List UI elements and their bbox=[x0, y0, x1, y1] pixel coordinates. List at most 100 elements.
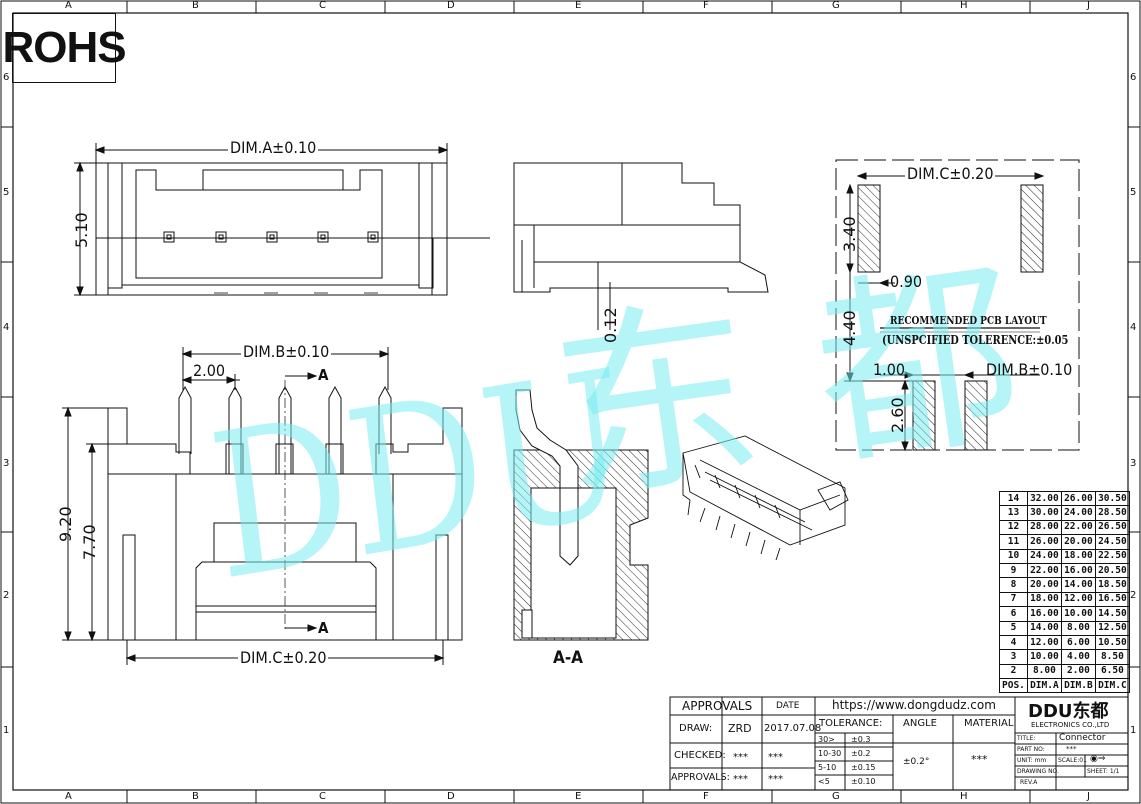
pcb-dim-090: 0.90 bbox=[890, 272, 923, 291]
table-cell: 9 bbox=[999, 562, 1028, 579]
grid-col-label-bottom: B bbox=[192, 791, 199, 802]
pcb-tolerance-note: (UNSPCIFIED TOLERENCE:±0.05 bbox=[882, 333, 1069, 347]
table-cell: 12.00 bbox=[1026, 634, 1062, 651]
draw-label: DRAW: bbox=[679, 723, 713, 734]
table-cell: 8 bbox=[999, 577, 1028, 593]
section-a-a bbox=[513, 389, 649, 641]
grid-col-label-bottom: H bbox=[960, 791, 968, 802]
table-cell: 3 bbox=[999, 649, 1028, 665]
draw-name: ZRD bbox=[728, 722, 752, 735]
dim-height-510: 5.10 bbox=[72, 212, 91, 248]
sheet-label: SHEET: 1/1 bbox=[1087, 768, 1120, 775]
table-cell: 12 bbox=[999, 519, 1028, 536]
table-cell: 10.50 bbox=[1094, 634, 1130, 651]
table-cell: 12.50 bbox=[1094, 620, 1130, 636]
section-label-aa: A-A bbox=[553, 648, 584, 668]
table-cell: 12.00 bbox=[1060, 591, 1096, 608]
tolerance-heading: TOLERANCE: bbox=[819, 718, 883, 729]
dim-gap-012: 0.12 bbox=[601, 307, 620, 343]
table-cell: 30.00 bbox=[1026, 505, 1062, 521]
rev-label: REV.A bbox=[1020, 779, 1038, 786]
tolerance-value: ±0.15 bbox=[851, 763, 876, 772]
material-value: *** bbox=[971, 753, 988, 766]
angle-heading: ANGLE bbox=[903, 718, 937, 729]
dim-height-920: 9.20 bbox=[56, 506, 75, 542]
table-cell: 4 bbox=[999, 634, 1028, 651]
dim-a-label: DIM.A±0.10 bbox=[228, 138, 319, 157]
grid-row-label-right: 2 bbox=[1130, 590, 1137, 601]
approvals-date: *** bbox=[768, 774, 783, 785]
table-cell: 6.00 bbox=[1060, 634, 1096, 651]
grid-col-label-bottom: D bbox=[447, 791, 455, 802]
table-header-cell: DIM.C bbox=[1094, 678, 1130, 694]
table-cell: 11 bbox=[999, 534, 1028, 550]
grid-col-label-top: B bbox=[192, 0, 199, 11]
title-value: Connector bbox=[1059, 733, 1106, 743]
table-cell: 2.00 bbox=[1060, 663, 1096, 680]
table-cell: 26.00 bbox=[1060, 490, 1096, 507]
table-cell: 28.50 bbox=[1094, 505, 1130, 521]
table-cell: 22.00 bbox=[1026, 562, 1062, 579]
table-cell: 16.00 bbox=[1026, 606, 1062, 622]
material-heading: MATERIAL bbox=[964, 718, 1014, 729]
pcb-dim-260: 2.60 bbox=[888, 397, 907, 433]
table-cell: 14 bbox=[999, 490, 1028, 507]
grid-col-label-bottom: C bbox=[319, 791, 326, 802]
table-cell: 6.50 bbox=[1094, 663, 1130, 680]
table-cell: 14.00 bbox=[1060, 577, 1096, 593]
checked-name: *** bbox=[733, 752, 748, 763]
table-cell: 14.50 bbox=[1094, 606, 1130, 622]
company-url: https://www.dongdudz.com bbox=[832, 698, 996, 712]
top-view bbox=[74, 143, 490, 297]
tolerance-value: ±0.2 bbox=[851, 749, 871, 758]
pcb-dim-440: 4.40 bbox=[840, 310, 859, 346]
grid-row-label-right: 4 bbox=[1130, 322, 1137, 333]
rohs-mark: ROHS bbox=[2, 13, 127, 83]
dim-pitch-200: 2.00 bbox=[193, 361, 226, 380]
grid-row-label-left: 2 bbox=[3, 590, 10, 601]
table-cell: 26.50 bbox=[1094, 519, 1130, 536]
company-logo: DDU东都 bbox=[1028, 701, 1109, 722]
table-cell: 8.50 bbox=[1094, 649, 1130, 665]
grid-col-label-top: J bbox=[1087, 0, 1090, 11]
tolerance-range: <5 bbox=[818, 777, 830, 786]
section-mark-bottom: A bbox=[318, 619, 329, 637]
table-cell: 24.00 bbox=[1026, 548, 1062, 564]
tolerance-range: 5-10 bbox=[818, 763, 837, 772]
pcb-layout bbox=[835, 159, 1080, 452]
section-mark-top: A bbox=[318, 366, 329, 384]
table-cell: 8.00 bbox=[1060, 620, 1096, 636]
grid-row-label-left: 1 bbox=[3, 725, 10, 736]
draw-date: 2017.07.08 bbox=[764, 723, 822, 734]
part-no-value: *** bbox=[1066, 745, 1077, 753]
grid-col-label-top: D bbox=[447, 0, 455, 11]
title-block-frame bbox=[669, 696, 1129, 791]
tolerance-value: ±0.10 bbox=[851, 777, 876, 786]
company-name: ELECTRONICS CO.,LTD bbox=[1031, 721, 1110, 729]
grid-row-label-left: 3 bbox=[3, 458, 10, 469]
table-cell: 13 bbox=[999, 505, 1028, 521]
grid-col-label-top: C bbox=[319, 0, 326, 11]
grid-row-label-left: 5 bbox=[3, 187, 10, 198]
table-cell: 22.00 bbox=[1060, 519, 1096, 536]
checked-date: *** bbox=[768, 752, 783, 763]
table-cell: 5 bbox=[999, 620, 1028, 636]
table-header-cell: DIM.A bbox=[1026, 678, 1062, 694]
title-label: TITLE: bbox=[1017, 735, 1036, 742]
table-cell: 6 bbox=[999, 606, 1028, 622]
table-cell: 20.00 bbox=[1060, 534, 1096, 550]
